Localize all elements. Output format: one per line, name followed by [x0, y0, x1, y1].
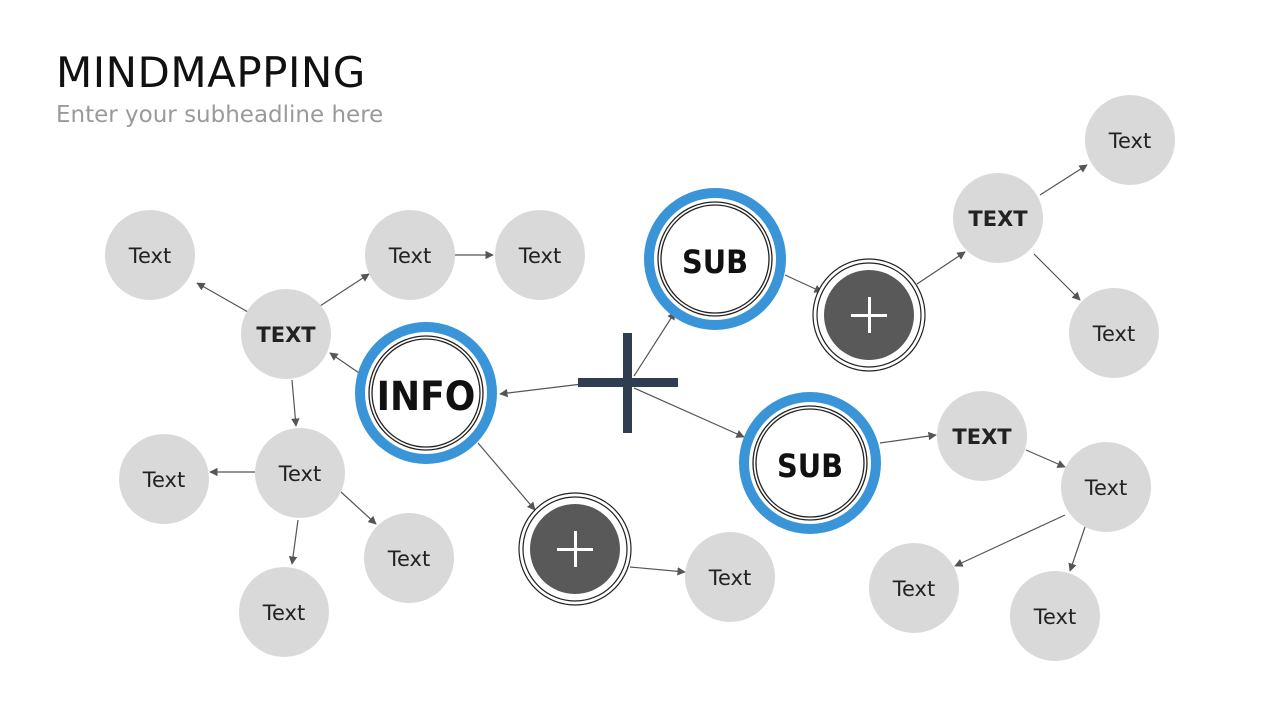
arrow-top-hub-to-upper [1039, 164, 1088, 196]
node-info-plus-target[interactable]: Text [685, 532, 775, 622]
node-label: TEXT [968, 207, 1028, 231]
node-top-text-hub[interactable]: TEXT [953, 173, 1043, 263]
arrow-plus-to-top-hub [916, 251, 966, 285]
node-label: Text [1108, 129, 1151, 153]
node-left-mid-right[interactable]: Text [364, 513, 454, 603]
arrow-mid-to-low [1068, 526, 1086, 572]
arrow-bottom-hub-to-mid [1025, 449, 1066, 468]
expand-bottom-plus-icon[interactable] [518, 492, 632, 606]
node-left-top-mid[interactable]: Text [365, 210, 455, 300]
arrow-hub-to-top-left [196, 282, 249, 313]
node-bottom-right-low[interactable]: Text [1010, 571, 1100, 661]
node-left-mid-left[interactable]: Text [119, 434, 209, 524]
node-left-top-right[interactable]: Text [495, 210, 585, 300]
node-label: Text [262, 601, 305, 625]
arrow-center-to-sub-bottom [633, 387, 745, 438]
node-left-mid[interactable]: Text [255, 428, 345, 518]
node-label: Text [142, 468, 185, 492]
node-label: Text [518, 244, 561, 268]
sub-bottom-hub-label: SUB [777, 447, 843, 485]
arrow-mid-to-mid-right [340, 491, 377, 525]
node-label: Text [1092, 322, 1135, 346]
node-label: Text [1033, 605, 1076, 629]
node-bottom-right-mid[interactable]: Text [1061, 442, 1151, 532]
node-bottom-text-hub[interactable]: TEXT [937, 391, 1027, 481]
node-label: Text [388, 244, 431, 268]
arrow-hub-to-mid [291, 379, 300, 427]
node-top-right-upper[interactable]: Text [1085, 95, 1175, 185]
arrow-info-to-text-hub [329, 352, 363, 376]
node-label: TEXT [256, 323, 316, 347]
node-label: Text [708, 566, 751, 590]
sub-top-hub-label: SUB [682, 243, 748, 281]
arrow-mid-to-left [954, 514, 1066, 567]
arrow-center-to-info [499, 383, 583, 398]
node-left-text-hub[interactable]: TEXT [241, 289, 331, 379]
expand-top-plus-icon[interactable] [812, 258, 926, 372]
page-subtitle: Enter your subheadline here [56, 102, 384, 128]
arrow-info-to-plus [477, 442, 536, 511]
node-label: Text [128, 244, 171, 268]
info-hub[interactable]: INFO [355, 322, 497, 464]
sub-bottom-hub[interactable]: SUB [739, 392, 881, 534]
node-label: Text [1084, 476, 1127, 500]
connectors [196, 164, 1088, 576]
node-label: Text [278, 462, 321, 486]
arrow-hub-to-top-mid [319, 273, 370, 307]
node-left-bottom[interactable]: Text [239, 567, 329, 657]
center-plus-icon [578, 333, 678, 433]
arrow-sub-top-to-plus [784, 274, 823, 293]
page-title: MINDMAPPING [56, 48, 366, 97]
arrow-sub-bottom-to-hub [879, 431, 937, 444]
node-bottom-right-left[interactable]: Text [869, 543, 959, 633]
node-label: Text [892, 577, 935, 601]
arrow-mid-to-bottom [288, 519, 299, 565]
sub-top-hub[interactable]: SUB [644, 188, 786, 330]
node-left-top-left[interactable]: Text [105, 210, 195, 300]
arrow-plus-to-text [629, 566, 686, 576]
arrow-center-to-sub-top [633, 311, 676, 377]
node-label: TEXT [952, 425, 1012, 449]
node-top-right-lower[interactable]: Text [1069, 288, 1159, 378]
arrow-top-hub-to-lower [1033, 253, 1081, 301]
info-hub-label: INFO [377, 374, 476, 420]
node-label: Text [387, 547, 430, 571]
